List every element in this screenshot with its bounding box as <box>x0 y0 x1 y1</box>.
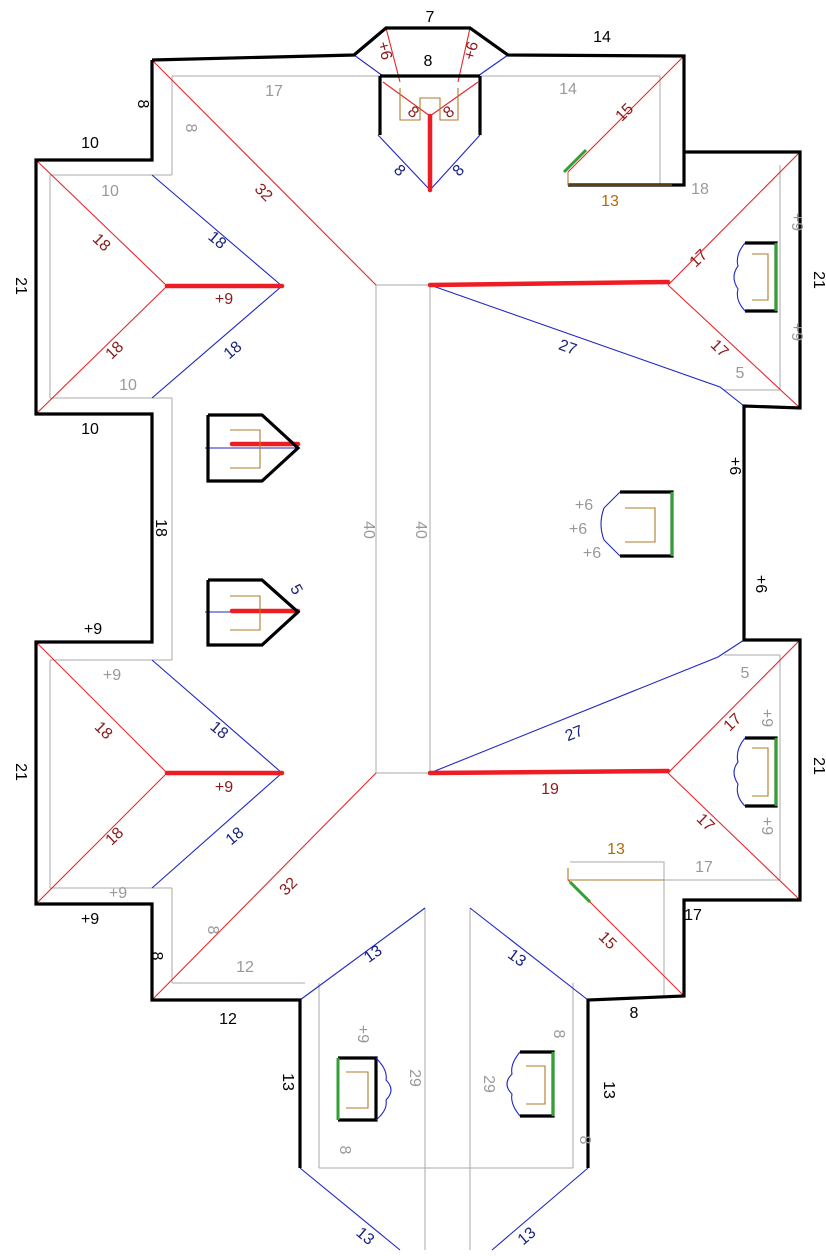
label-bottom-13a: 13 <box>279 1073 296 1091</box>
label-gray-p9f: +9 <box>758 817 775 835</box>
label-gray-18: 18 <box>691 181 709 198</box>
label-red-p6a: +6 <box>374 40 395 62</box>
label-top-14: 14 <box>593 29 611 46</box>
label-red-p6b: +6 <box>461 40 482 62</box>
gable-details <box>230 88 769 1109</box>
label-gray-p9b: +9 <box>788 323 805 341</box>
label-red-hip-18b: 18 <box>103 338 128 363</box>
label-blue-valley-27a: 27 <box>556 337 579 359</box>
label-top-8: 8 <box>424 53 433 70</box>
label-gray-8d: 8 <box>576 1136 593 1145</box>
label-left-p9a: +9 <box>84 621 102 638</box>
label-gray-5a: 5 <box>736 365 745 382</box>
label-red-hip-18a: 18 <box>89 230 114 255</box>
label-left-18: 18 <box>152 519 169 537</box>
label-left-10b: 10 <box>81 421 99 438</box>
label-gray-8b: 8 <box>204 926 221 935</box>
label-red-ridge-p9a: +9 <box>215 291 233 308</box>
label-red-hip-32a: 32 <box>251 181 276 206</box>
wall-lines <box>49 75 781 1250</box>
label-gray-p6c: +6 <box>583 545 601 562</box>
label-gray-17: 17 <box>265 83 283 100</box>
label-brown-13b: 13 <box>607 841 625 858</box>
dormer-arcs <box>375 242 746 1121</box>
label-blue-valley-18d: 18 <box>223 824 248 849</box>
label-gray-p6b: +6 <box>569 521 587 538</box>
label-right-21b: 21 <box>810 757 826 775</box>
labels-blue: 8 8 18 18 27 5 18 18 27 13 13 13 13 <box>205 162 586 1249</box>
label-red-hip-18d: 18 <box>103 824 128 849</box>
label-left-8b: 8 <box>148 952 165 961</box>
label-right-21a: 21 <box>810 271 826 289</box>
label-left-21a: 21 <box>12 277 29 295</box>
label-right-p6b: +6 <box>752 575 769 593</box>
label-blue-valley-27b: 27 <box>563 723 586 745</box>
label-red-hip-18c: 18 <box>91 718 116 743</box>
label-gray-p9g: +9 <box>354 1025 371 1043</box>
label-bottom-12: 12 <box>219 1011 237 1028</box>
label-gray-5b: 5 <box>741 665 750 682</box>
label-gray-14: 14 <box>559 81 577 98</box>
valley-lines <box>151 54 745 1251</box>
label-red-dormer-8a: 8 <box>404 103 422 122</box>
ridge-lines <box>164 113 671 776</box>
label-bottom-13b: 13 <box>600 1081 617 1099</box>
label-gray-8e: 8 <box>336 1146 353 1155</box>
label-gray-8a: 8 <box>182 124 199 133</box>
label-left-8: 8 <box>134 100 151 109</box>
label-gray-17b: 17 <box>695 859 713 876</box>
label-gray-12: 12 <box>236 959 254 976</box>
label-red-hip-32b: 32 <box>277 874 302 899</box>
roof-outline <box>34 26 802 1168</box>
label-gray-p9d: +9 <box>109 885 127 902</box>
label-right-8: 8 <box>630 1005 639 1022</box>
labels-black: 7 8 14 8 10 21 10 18 +9 21 +9 8 12 13 13… <box>12 9 826 1099</box>
label-blue-valley-13b: 13 <box>504 946 528 970</box>
label-gray-p9c: +9 <box>103 667 121 684</box>
labels-brown: 13 13 <box>601 193 625 858</box>
label-gray-p9a: +9 <box>788 213 805 231</box>
labels-gray: 17 14 8 10 10 18 +9 +9 5 40 40 +6 +6 +6 … <box>101 81 805 1155</box>
label-red-hip-17d: 17 <box>693 810 718 835</box>
label-red-hip-17a: 17 <box>687 246 712 271</box>
flashing-lines <box>336 148 778 1120</box>
label-top-7: 7 <box>426 9 435 26</box>
label-blue-valley-18a: 18 <box>205 228 230 253</box>
label-left-21b: 21 <box>12 763 29 781</box>
label-blue-dormer-8b: 8 <box>450 162 468 180</box>
label-left-10a: 10 <box>81 135 99 152</box>
label-blue-valley-5: 5 <box>286 582 305 598</box>
label-blue-valley-18c: 18 <box>207 718 232 743</box>
label-gray-40b: 40 <box>412 521 429 539</box>
label-right-17: 17 <box>684 907 702 924</box>
label-gray-10a: 10 <box>101 183 119 200</box>
label-gray-29b: 29 <box>480 1075 497 1093</box>
label-gray-29a: 29 <box>406 1069 423 1087</box>
label-red-hip-15b: 15 <box>595 929 620 954</box>
label-gray-10b: 10 <box>119 377 137 394</box>
label-blue-dormer-8a: 8 <box>390 162 408 180</box>
label-left-p9b: +9 <box>81 911 99 928</box>
label-blue-valley-13a: 13 <box>361 942 385 966</box>
label-gray-8c: 8 <box>550 1030 567 1039</box>
label-blue-valley-18b: 18 <box>221 338 246 363</box>
label-gray-p6a: +6 <box>575 497 593 514</box>
label-brown-13a: 13 <box>601 193 619 210</box>
label-gray-40a: 40 <box>360 521 377 539</box>
label-red-hip-17c: 17 <box>721 710 746 735</box>
label-red-hip-15a: 15 <box>613 100 638 125</box>
label-right-p6a: +6 <box>726 457 743 475</box>
label-red-ridge-p9b: +9 <box>215 779 233 796</box>
label-red-dormer-8b: 8 <box>440 103 458 122</box>
label-red-ridge-19: 19 <box>541 781 559 798</box>
label-gray-p9e: +9 <box>758 709 775 727</box>
